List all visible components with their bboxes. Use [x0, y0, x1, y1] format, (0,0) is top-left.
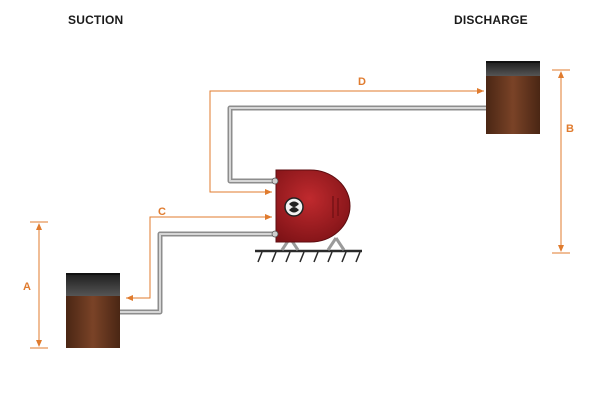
pump-logo-icon: [284, 197, 304, 217]
dimension-c: C: [126, 206, 272, 301]
discharge-label: DISCHARGE: [454, 13, 528, 27]
dimension-d: D: [209, 76, 484, 195]
pump: [271, 169, 351, 251]
dimension-a: A: [23, 221, 48, 349]
discharge-pipe: [227, 105, 486, 184]
dimension-a-label: A: [23, 281, 31, 293]
dimension-c-label: C: [158, 206, 166, 218]
dimension-d-label: D: [358, 76, 366, 88]
discharge-tank: [486, 61, 540, 134]
suction-tank: [66, 273, 120, 348]
dimension-b-label: B: [566, 123, 574, 135]
suction-label: SUCTION: [68, 13, 124, 27]
suction-pipe: [120, 231, 276, 315]
dimension-b: B: [552, 69, 574, 254]
ground: [255, 249, 362, 263]
